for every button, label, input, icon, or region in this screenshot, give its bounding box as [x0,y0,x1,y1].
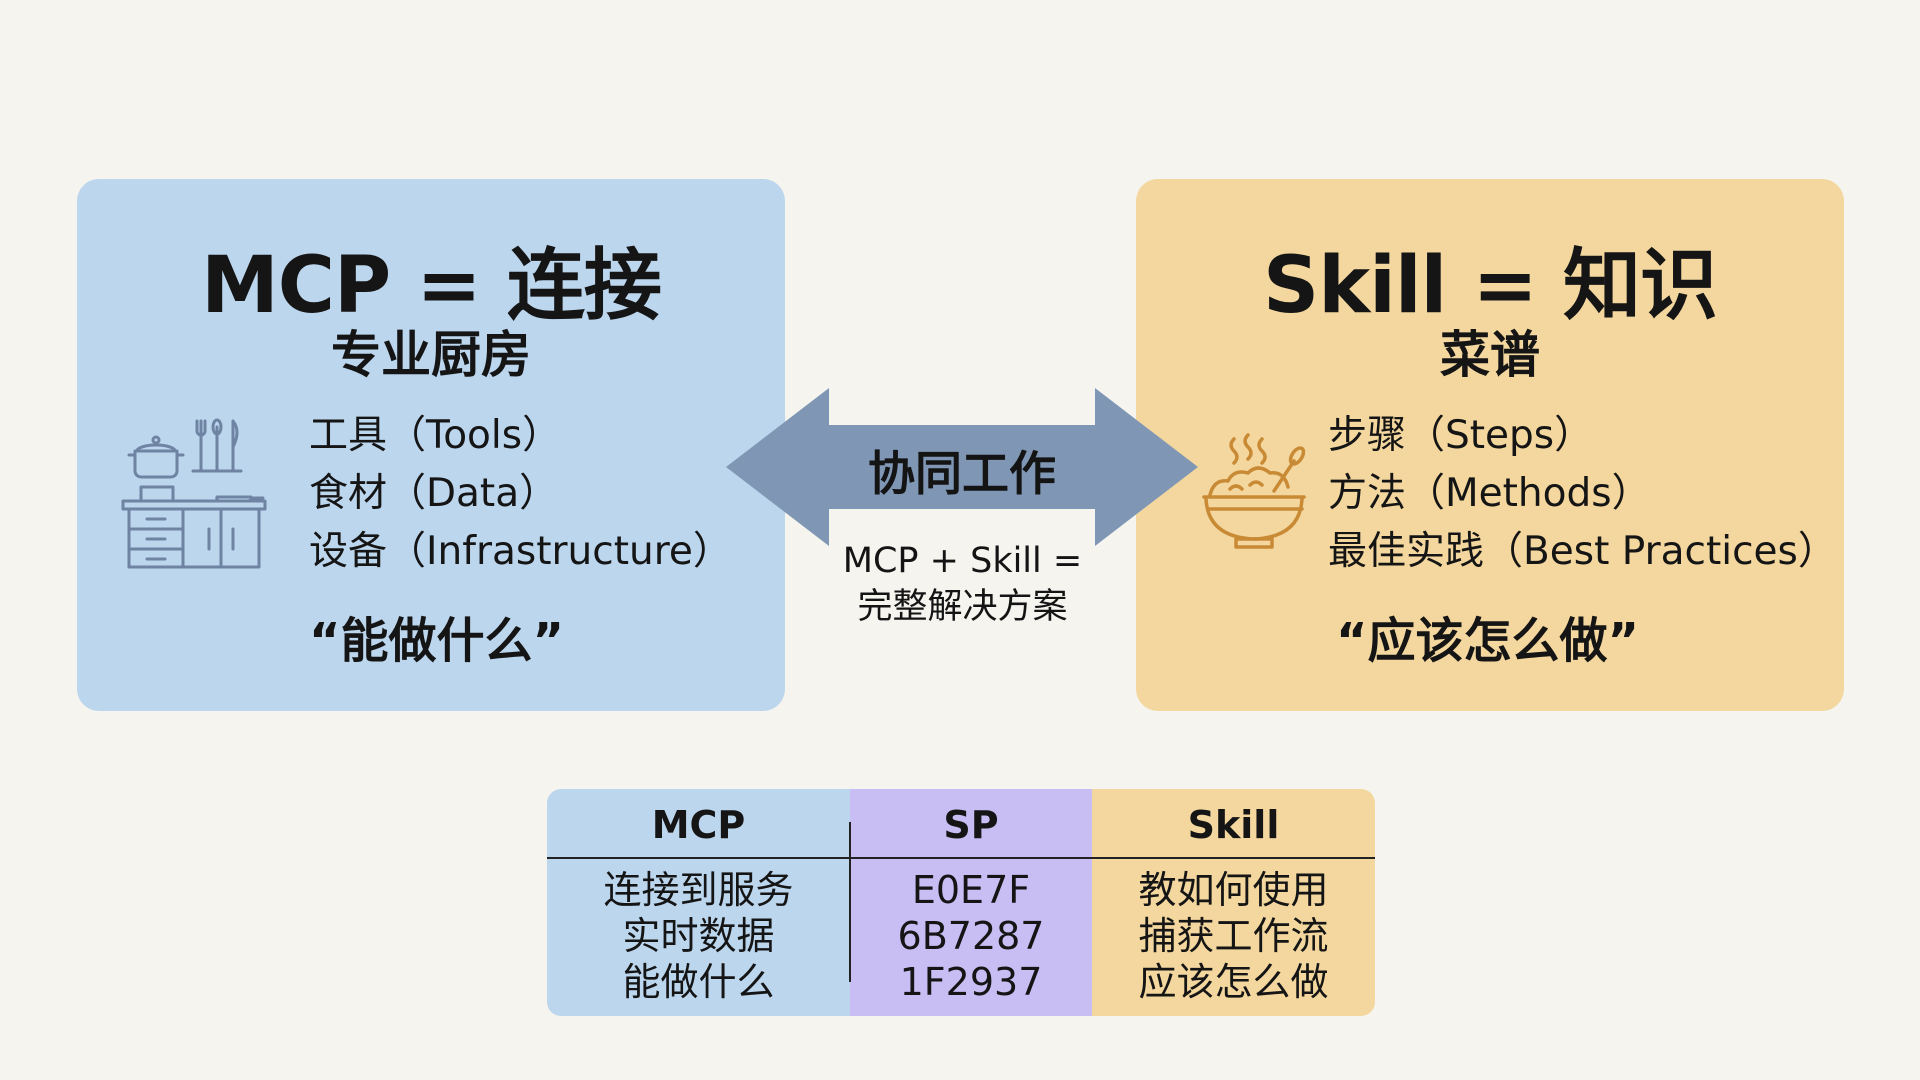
table-cell: E0E7F [911,868,1031,912]
list-item: 方法（Methods） [1328,471,1651,516]
skill-feature-list: 步骤（Steps） 方法（Methods） 最佳实践（Best Practice… [1328,407,1837,581]
mcp-card: MCP = 连接 专业厨房 [77,179,785,711]
comparison-table: MCP 连接到服务 实时数据 能做什么 SP E0E7F 6B7287 1F29… [547,789,1375,1016]
skill-card: Skill = 知识 菜谱 步骤（Steps） [1136,179,1844,711]
table-column-sp: SP E0E7F 6B7287 1F2937 [850,789,1092,1016]
arrow-label: 协同工作 [868,447,1056,502]
table-cell: 应该怎么做 [1138,960,1329,1004]
table-header: SP [943,803,999,847]
table-header: Skill [1187,803,1280,847]
table-column-mcp: MCP 连接到服务 实时数据 能做什么 [547,789,850,1016]
table-header-divider [547,857,1375,859]
table-cell: 能做什么 [622,960,775,1004]
table-cell: 6B7287 [897,914,1045,958]
list-item: 步骤（Steps） [1328,413,1594,458]
list-item: 工具（Tools） [309,413,562,458]
bowl-icon [1196,429,1316,563]
list-item: 食材（Data） [309,471,559,516]
table-header: MCP [651,803,746,847]
table-cell: 实时数据 [622,914,775,958]
mcp-card-title: MCP = 连接 [201,241,662,331]
skill-card-quote: “应该怎么做” [1336,613,1640,669]
table-cell: 连接到服务 [603,868,794,912]
mcp-card-quote: “能做什么” [309,613,565,669]
caption-line: 完整解决方案 [857,587,1068,627]
list-item: 最佳实践（Best Practices） [1328,529,1837,574]
kitchen-icon [117,409,277,573]
list-item: 设备（Infrastructure） [309,529,732,574]
mcp-card-subtitle: 专业厨房 [331,326,531,384]
table-column-skill: Skill 教如何使用 捕获工作流 应该怎么做 [1092,789,1375,1016]
skill-card-title: Skill = 知识 [1263,241,1718,331]
bidirectional-arrow: 协同工作 [726,388,1198,546]
table-cell: 教如何使用 [1138,868,1329,912]
table-cell: 1F2937 [899,960,1043,1004]
skill-card-subtitle: 菜谱 [1440,326,1540,384]
table-cell: 捕获工作流 [1138,914,1329,958]
table-column-divider [849,822,851,982]
mcp-feature-list: 工具（Tools） 食材（Data） 设备（Infrastructure） [309,407,732,581]
arrow-caption: MCP + Skill = 完整解决方案 [810,538,1115,630]
double-arrow-icon [726,388,1198,546]
caption-line: MCP + Skill = [842,541,1083,581]
